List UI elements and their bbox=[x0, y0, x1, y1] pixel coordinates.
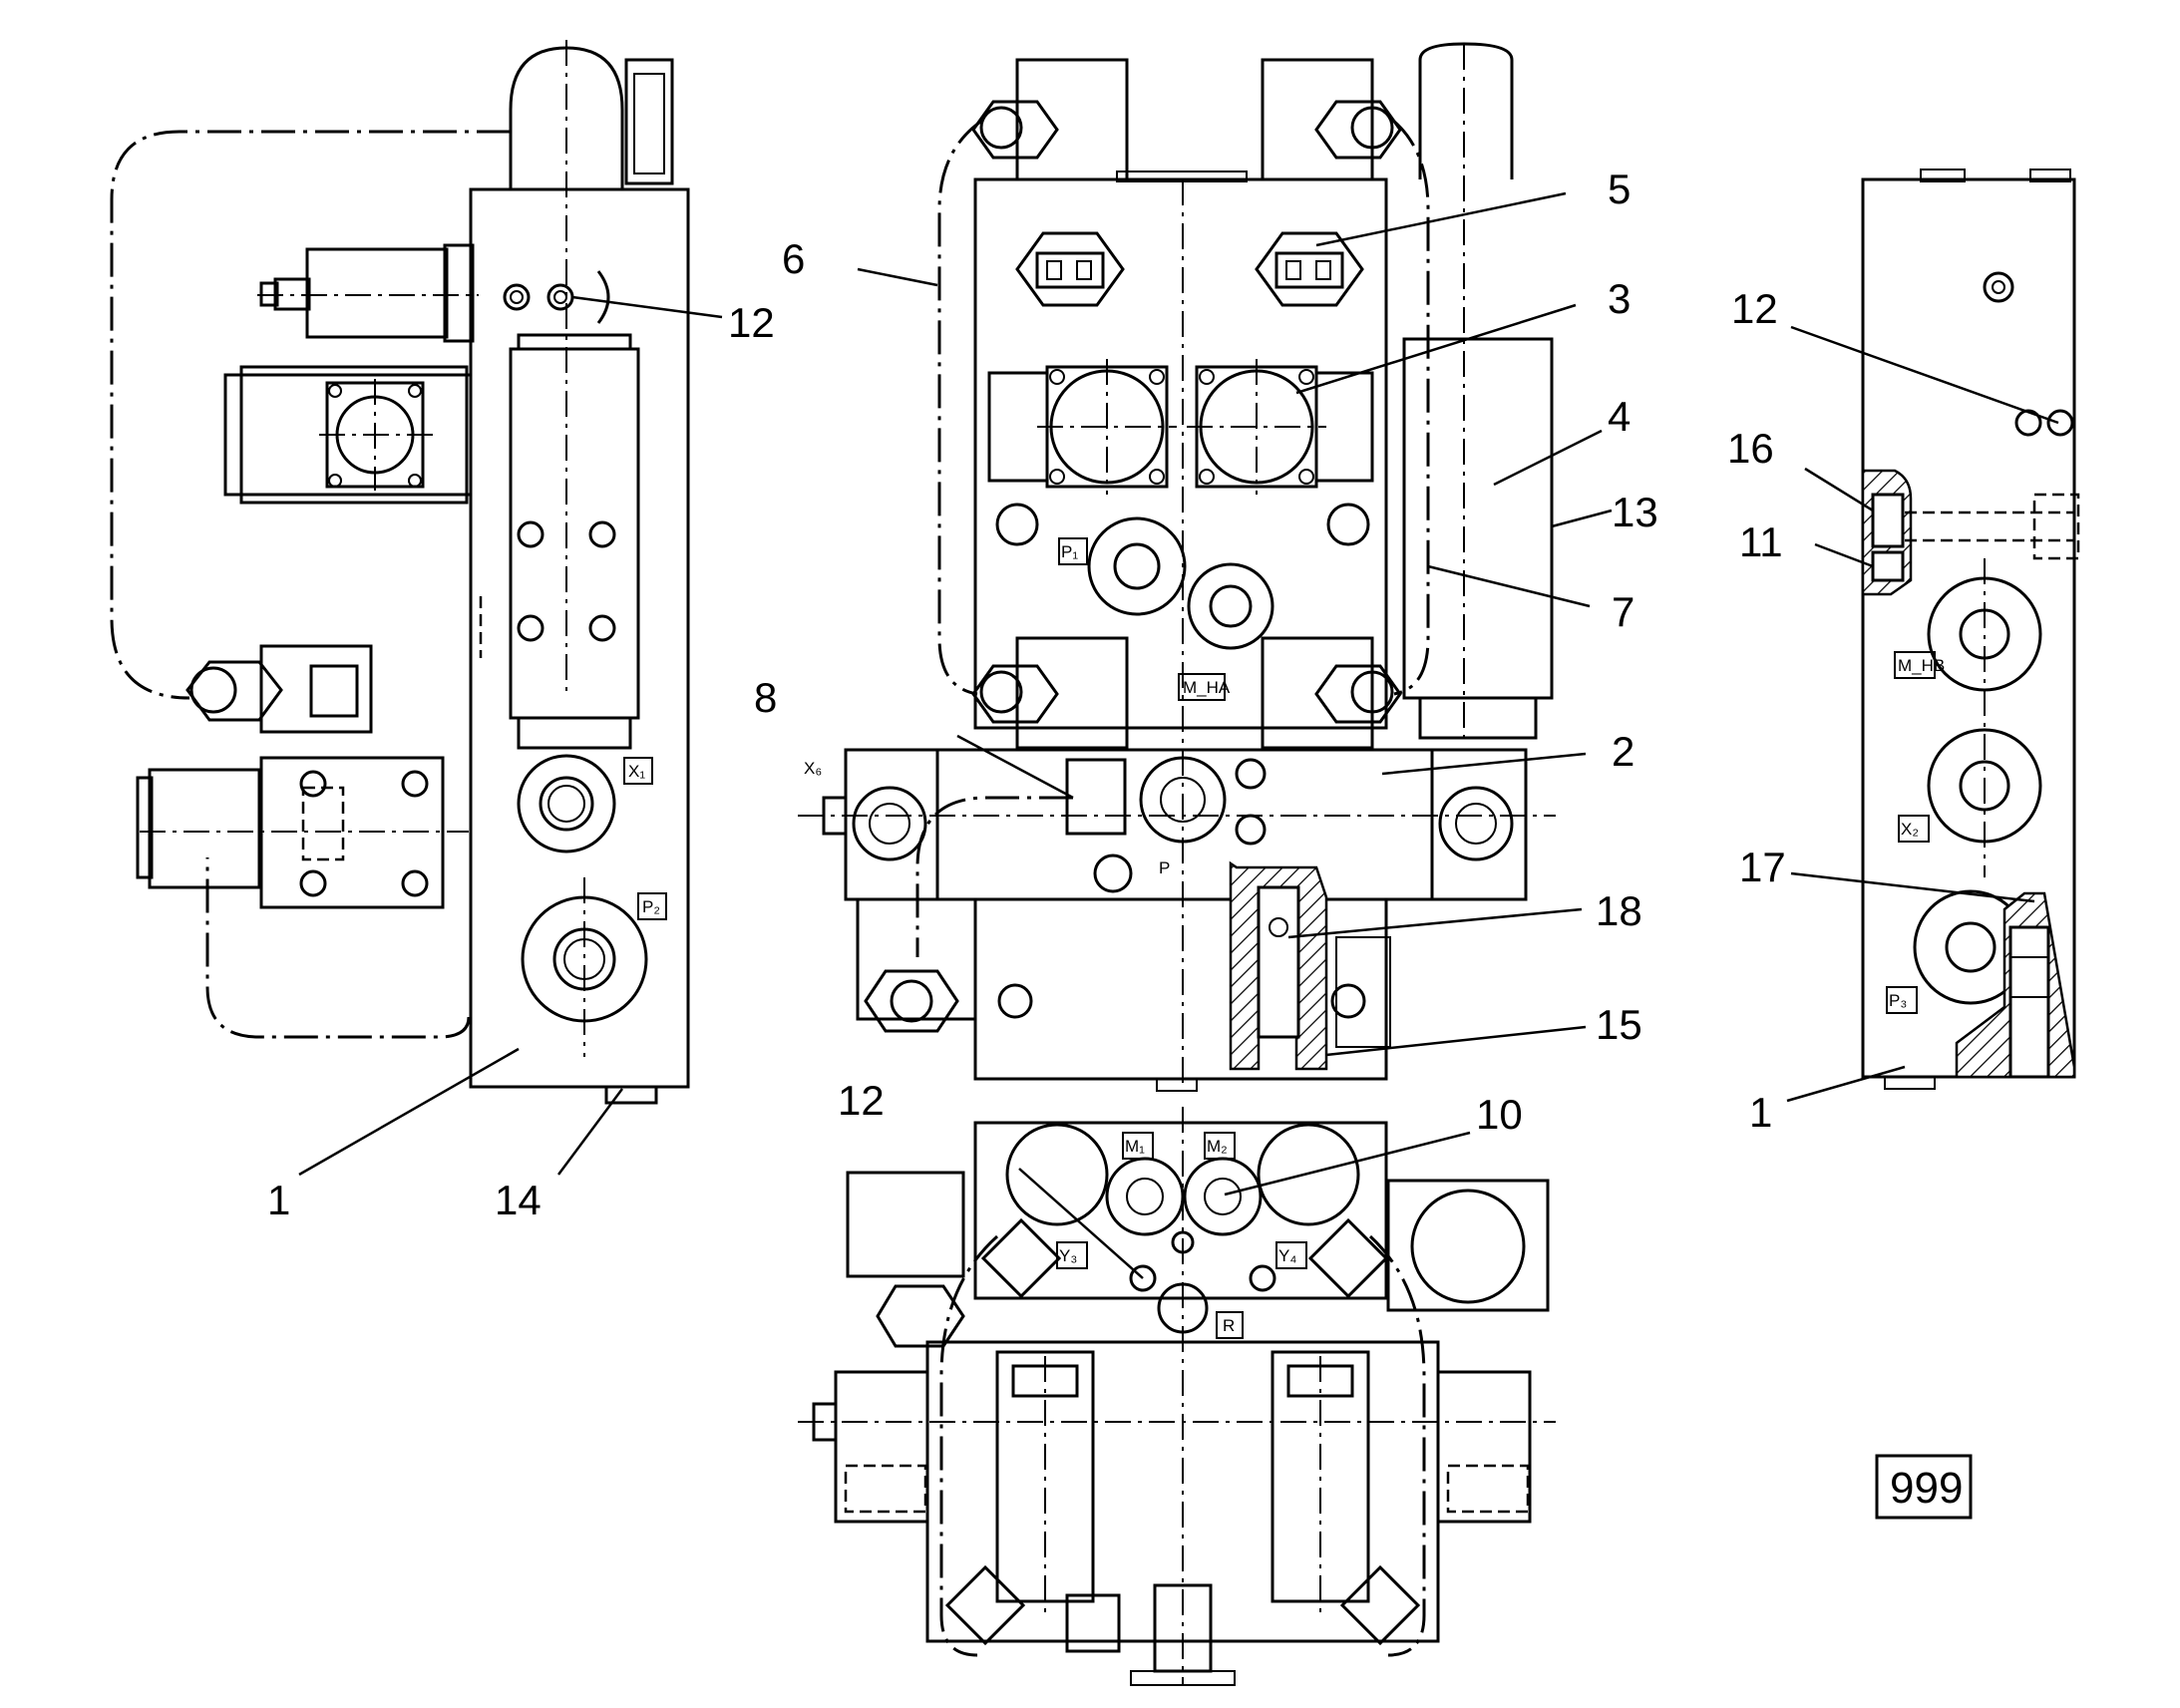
port-tag-x2: X₂ bbox=[1901, 820, 1919, 839]
port-tag-y4: Y₄ bbox=[1278, 1246, 1296, 1265]
port-tag-p1: P₁ bbox=[1061, 542, 1078, 561]
callout-center-4: 4 bbox=[1608, 393, 1631, 440]
center-bottom-view: M₁ M₂ Y₃ Y₄ R bbox=[798, 1107, 1556, 1686]
callout-right-11: 11 bbox=[1739, 518, 1783, 565]
callout-labels: 1 12 14 2 3 4 5 6 7 8 13 15 18 10 12 1 1… bbox=[267, 166, 1786, 1223]
port-tag-r: R bbox=[1223, 1316, 1235, 1335]
port-tag-mha: M_HA bbox=[1183, 678, 1231, 697]
callout-right-12: 12 bbox=[1731, 285, 1778, 332]
callout-center-18: 18 bbox=[1596, 887, 1642, 934]
callout-center-7: 7 bbox=[1612, 588, 1635, 635]
callout-right-16: 16 bbox=[1727, 425, 1774, 472]
callout-left-14: 14 bbox=[495, 1177, 542, 1223]
callout-bottom-12: 12 bbox=[838, 1077, 885, 1124]
callout-bottom-10: 10 bbox=[1476, 1091, 1523, 1138]
callout-center-13: 13 bbox=[1612, 489, 1658, 535]
callout-center-3: 3 bbox=[1608, 275, 1631, 322]
center-front-view: P₁ M_HA X₆ P bbox=[798, 42, 1556, 1092]
leader-lines bbox=[298, 191, 2059, 1279]
port-tag-y3: Y₃ bbox=[1059, 1246, 1077, 1265]
callout-center-8: 8 bbox=[754, 674, 777, 721]
right-side-view: M_HB X₂ P₃ bbox=[1861, 169, 2080, 1090]
callout-left-12: 12 bbox=[728, 299, 775, 346]
left-side-view: X₁ P₂ bbox=[110, 40, 690, 1105]
port-tag-mhb: M_HB bbox=[1898, 656, 1945, 675]
port-tag-m2: M₂ bbox=[1207, 1137, 1228, 1156]
callout-center-5: 5 bbox=[1608, 166, 1631, 212]
port-tag-x1: X₁ bbox=[628, 762, 645, 781]
callout-center-6: 6 bbox=[782, 235, 805, 282]
port-tag-p3: P₃ bbox=[1889, 991, 1907, 1010]
port-tag-p2: P₂ bbox=[642, 897, 660, 916]
callout-right-17: 17 bbox=[1739, 844, 1786, 890]
callout-left-1: 1 bbox=[267, 1177, 290, 1223]
callout-center-2: 2 bbox=[1612, 728, 1635, 775]
port-tag-x6: X₆ bbox=[804, 759, 822, 778]
reference-box-number: 999 bbox=[1890, 1464, 1963, 1513]
callout-right-1: 1 bbox=[1749, 1089, 1772, 1136]
port-tag-m1: M₁ bbox=[1125, 1137, 1145, 1156]
reference-box: 999 bbox=[1875, 1454, 1973, 1520]
callout-center-15: 15 bbox=[1596, 1001, 1642, 1048]
port-tag-p: P bbox=[1159, 858, 1170, 877]
